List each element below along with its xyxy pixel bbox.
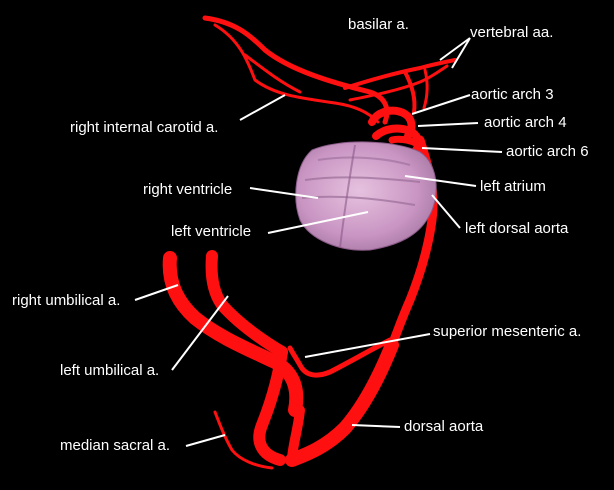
label-basilar: basilar a. bbox=[348, 16, 409, 33]
label-aortic-arch-6: aortic arch 6 bbox=[506, 143, 589, 160]
label-right-umbilical: right umbilical a. bbox=[12, 292, 121, 309]
leader-vertebral-2 bbox=[451, 37, 471, 69]
leader-right-internal-carotid bbox=[239, 94, 286, 121]
leader-median-sacral bbox=[185, 434, 226, 447]
label-vertebral: vertebral aa. bbox=[470, 24, 554, 41]
umbilical-arteries bbox=[162, 250, 305, 466]
leader-left-ventricle bbox=[267, 211, 369, 234]
label-superior-mesenteric: superior mesenteric a. bbox=[433, 323, 582, 340]
label-right-internal-carotid: right internal carotid a. bbox=[70, 119, 219, 136]
vertebral-arteries bbox=[343, 58, 457, 114]
right-internal-carotid-artery bbox=[202, 15, 390, 125]
dorsal-aorta-vessel bbox=[285, 338, 399, 467]
leader-aortic-arch-4 bbox=[417, 122, 479, 127]
label-right-ventricle: right ventricle bbox=[143, 181, 233, 198]
leader-dorsal-aorta bbox=[351, 424, 401, 428]
leader-vertebral-1 bbox=[439, 37, 471, 61]
leader-superior-mesenteric bbox=[304, 333, 431, 358]
leader-right-ventricle bbox=[249, 187, 319, 199]
superior-mesenteric-artery bbox=[287, 337, 393, 378]
label-left-ventricle: left ventricle bbox=[171, 223, 252, 240]
label-aortic-arch-4: aortic arch 4 bbox=[484, 114, 567, 131]
leader-right-umbilical bbox=[134, 284, 179, 301]
label-left-dorsal-aorta: left dorsal aorta bbox=[465, 220, 569, 237]
heart bbox=[295, 141, 437, 251]
leader-aortic-arch-3 bbox=[411, 94, 471, 115]
leader-left-umbilical bbox=[171, 295, 229, 371]
leader-lines bbox=[134, 37, 503, 447]
leader-left-dorsal-aorta bbox=[431, 194, 461, 229]
label-aortic-arch-3: aortic arch 3 bbox=[471, 86, 554, 103]
label-dorsal-aorta: dorsal aorta bbox=[404, 418, 484, 435]
label-left-umbilical: left umbilical a. bbox=[60, 362, 160, 379]
leader-aortic-arch-6 bbox=[421, 147, 503, 153]
label-median-sacral: median sacral a. bbox=[60, 437, 171, 454]
label-left-atrium: left atrium bbox=[480, 178, 546, 195]
leader-left-atrium bbox=[404, 175, 477, 187]
median-sacral-artery bbox=[213, 410, 274, 470]
